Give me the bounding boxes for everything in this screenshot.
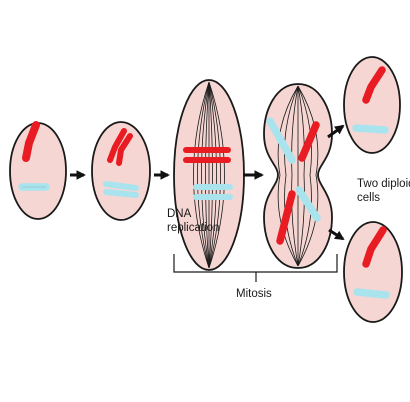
red-chromosome (276, 190, 296, 245)
blue-chromosome (353, 288, 390, 299)
blue-chromosome (295, 186, 321, 222)
red-sister-chromatids (107, 128, 133, 166)
blue-sister-chromatids (103, 181, 139, 198)
arrow-lower (328, 228, 345, 241)
replicated-cell (91, 121, 151, 221)
spindle-fibers (277, 85, 319, 267)
spindle-fibers (193, 81, 225, 269)
blue-chromosome (266, 117, 296, 164)
red-metaphase-chromosome (183, 147, 231, 163)
dna-replication-label: DNA replication (167, 207, 219, 235)
mitosis-bracket (173, 254, 338, 282)
daughter-cell-bottom (343, 221, 403, 323)
dna-label-line2: replication (167, 222, 220, 234)
red-chromosome (362, 66, 386, 104)
dividing-cell (263, 83, 333, 269)
daughter-cell-top (343, 56, 401, 154)
two-label-line2: cells (357, 192, 381, 204)
red-chromosome (22, 121, 40, 162)
two-label-line1: Two diploid (357, 178, 410, 190)
arrow-upper (327, 124, 345, 139)
red-chromosome (298, 121, 320, 162)
mitosis-label: Mitosis (236, 288, 272, 300)
blue-chromosome (352, 124, 389, 134)
blue-metaphase-chromosome (193, 184, 233, 200)
red-chromosome (362, 226, 387, 268)
dna-label-line1: DNA (167, 208, 192, 220)
metaphase-cell (173, 79, 245, 271)
two-diploid-cells-label: Two diploid cells (357, 177, 410, 205)
parent-cell (9, 121, 67, 220)
